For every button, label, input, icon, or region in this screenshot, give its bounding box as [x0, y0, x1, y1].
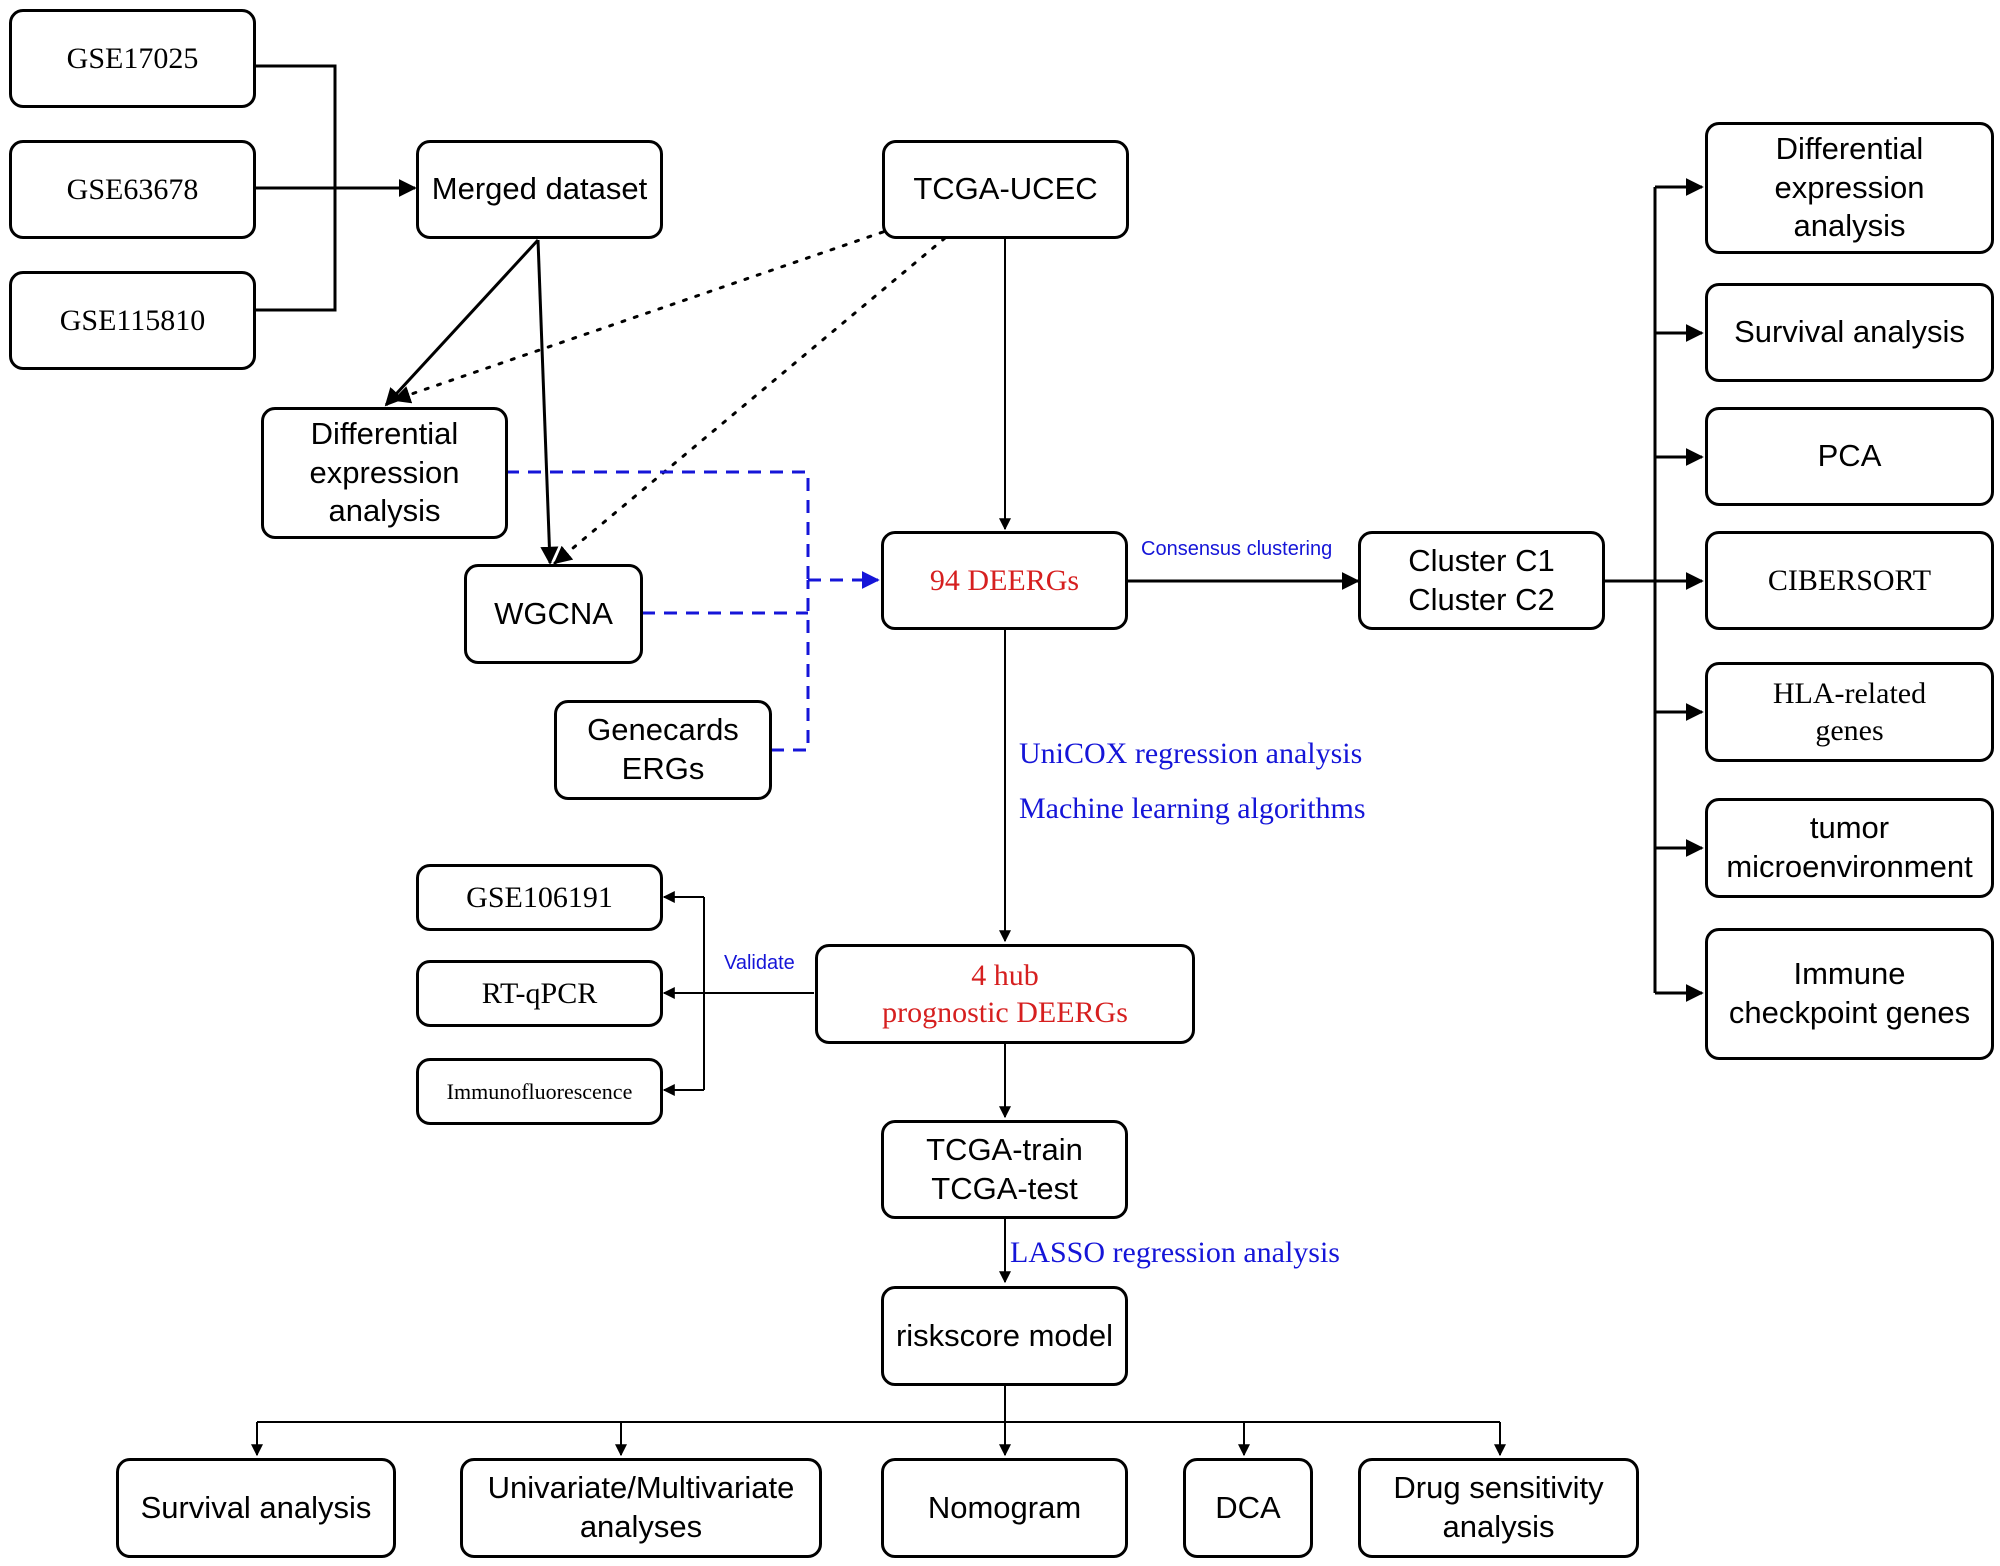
node-wgcna: WGCNA — [464, 564, 643, 664]
label-consensus-clustering: Consensus clustering — [1141, 538, 1333, 560]
label-lasso: LASSO regression analysis — [1010, 1236, 1340, 1269]
node-right-tme: tumor microenvironment — [1705, 798, 1994, 898]
node-right-hla: HLA-related genes — [1705, 662, 1994, 762]
node-bottom-drug: Drug sensitivity analysis — [1358, 1458, 1639, 1558]
node-dea-left: Differential expression analysis — [261, 407, 508, 539]
edge-dea-dashed — [506, 470, 810, 580]
node-gse63678: GSE63678 — [9, 140, 256, 239]
edge-tcga-to-dea-dotted — [392, 230, 885, 404]
node-immunofluorescence: Immunofluorescence — [416, 1058, 663, 1125]
node-4-hub-deergs: 4 hub prognostic DEERGs — [815, 944, 1195, 1044]
edge-genecards-dashed — [771, 580, 810, 752]
node-merged-dataset: Merged dataset — [416, 140, 663, 239]
node-gse106191: GSE106191 — [416, 864, 663, 931]
node-riskscore-model: riskscore model — [881, 1286, 1128, 1386]
edge-merged-to-wgcna — [536, 239, 559, 565]
node-bottom-survival: Survival analysis — [116, 1458, 396, 1558]
node-right-pca: PCA — [1705, 407, 1994, 506]
node-bottom-dca: DCA — [1183, 1458, 1313, 1558]
node-gse115810: GSE115810 — [9, 271, 256, 370]
node-tcga-ucec: TCGA-UCEC — [882, 140, 1129, 239]
node-tcga-train-test: TCGA-train TCGA-test — [881, 1120, 1128, 1219]
node-right-survival: Survival analysis — [1705, 283, 1994, 382]
edge-tcga-to-wgcna-dotted — [553, 236, 947, 565]
node-rtqpcr: RT-qPCR — [416, 960, 663, 1027]
node-right-icg: Immune checkpoint genes — [1705, 928, 1994, 1060]
node-genecards-ergs: Genecards ERGs — [554, 700, 772, 800]
label-unicox: UniCOX regression analysis — [1019, 737, 1363, 770]
label-machine-learning: Machine learning algorithms — [1019, 792, 1366, 825]
node-clusters: Cluster C1 Cluster C2 — [1358, 531, 1605, 630]
node-94-deergs: 94 DEERGs — [881, 531, 1128, 630]
label-validate: Validate — [724, 952, 795, 974]
node-gse17025: GSE17025 — [9, 9, 256, 108]
node-bottom-unimulti: Univariate/Multivariate analyses — [460, 1458, 822, 1558]
edge-merged-to-dea — [384, 238, 540, 407]
node-right-cibersort: CIBERSORT — [1705, 531, 1994, 630]
node-bottom-nomogram: Nomogram — [881, 1458, 1128, 1558]
node-right-dea: Differential expression analysis — [1705, 122, 1994, 254]
